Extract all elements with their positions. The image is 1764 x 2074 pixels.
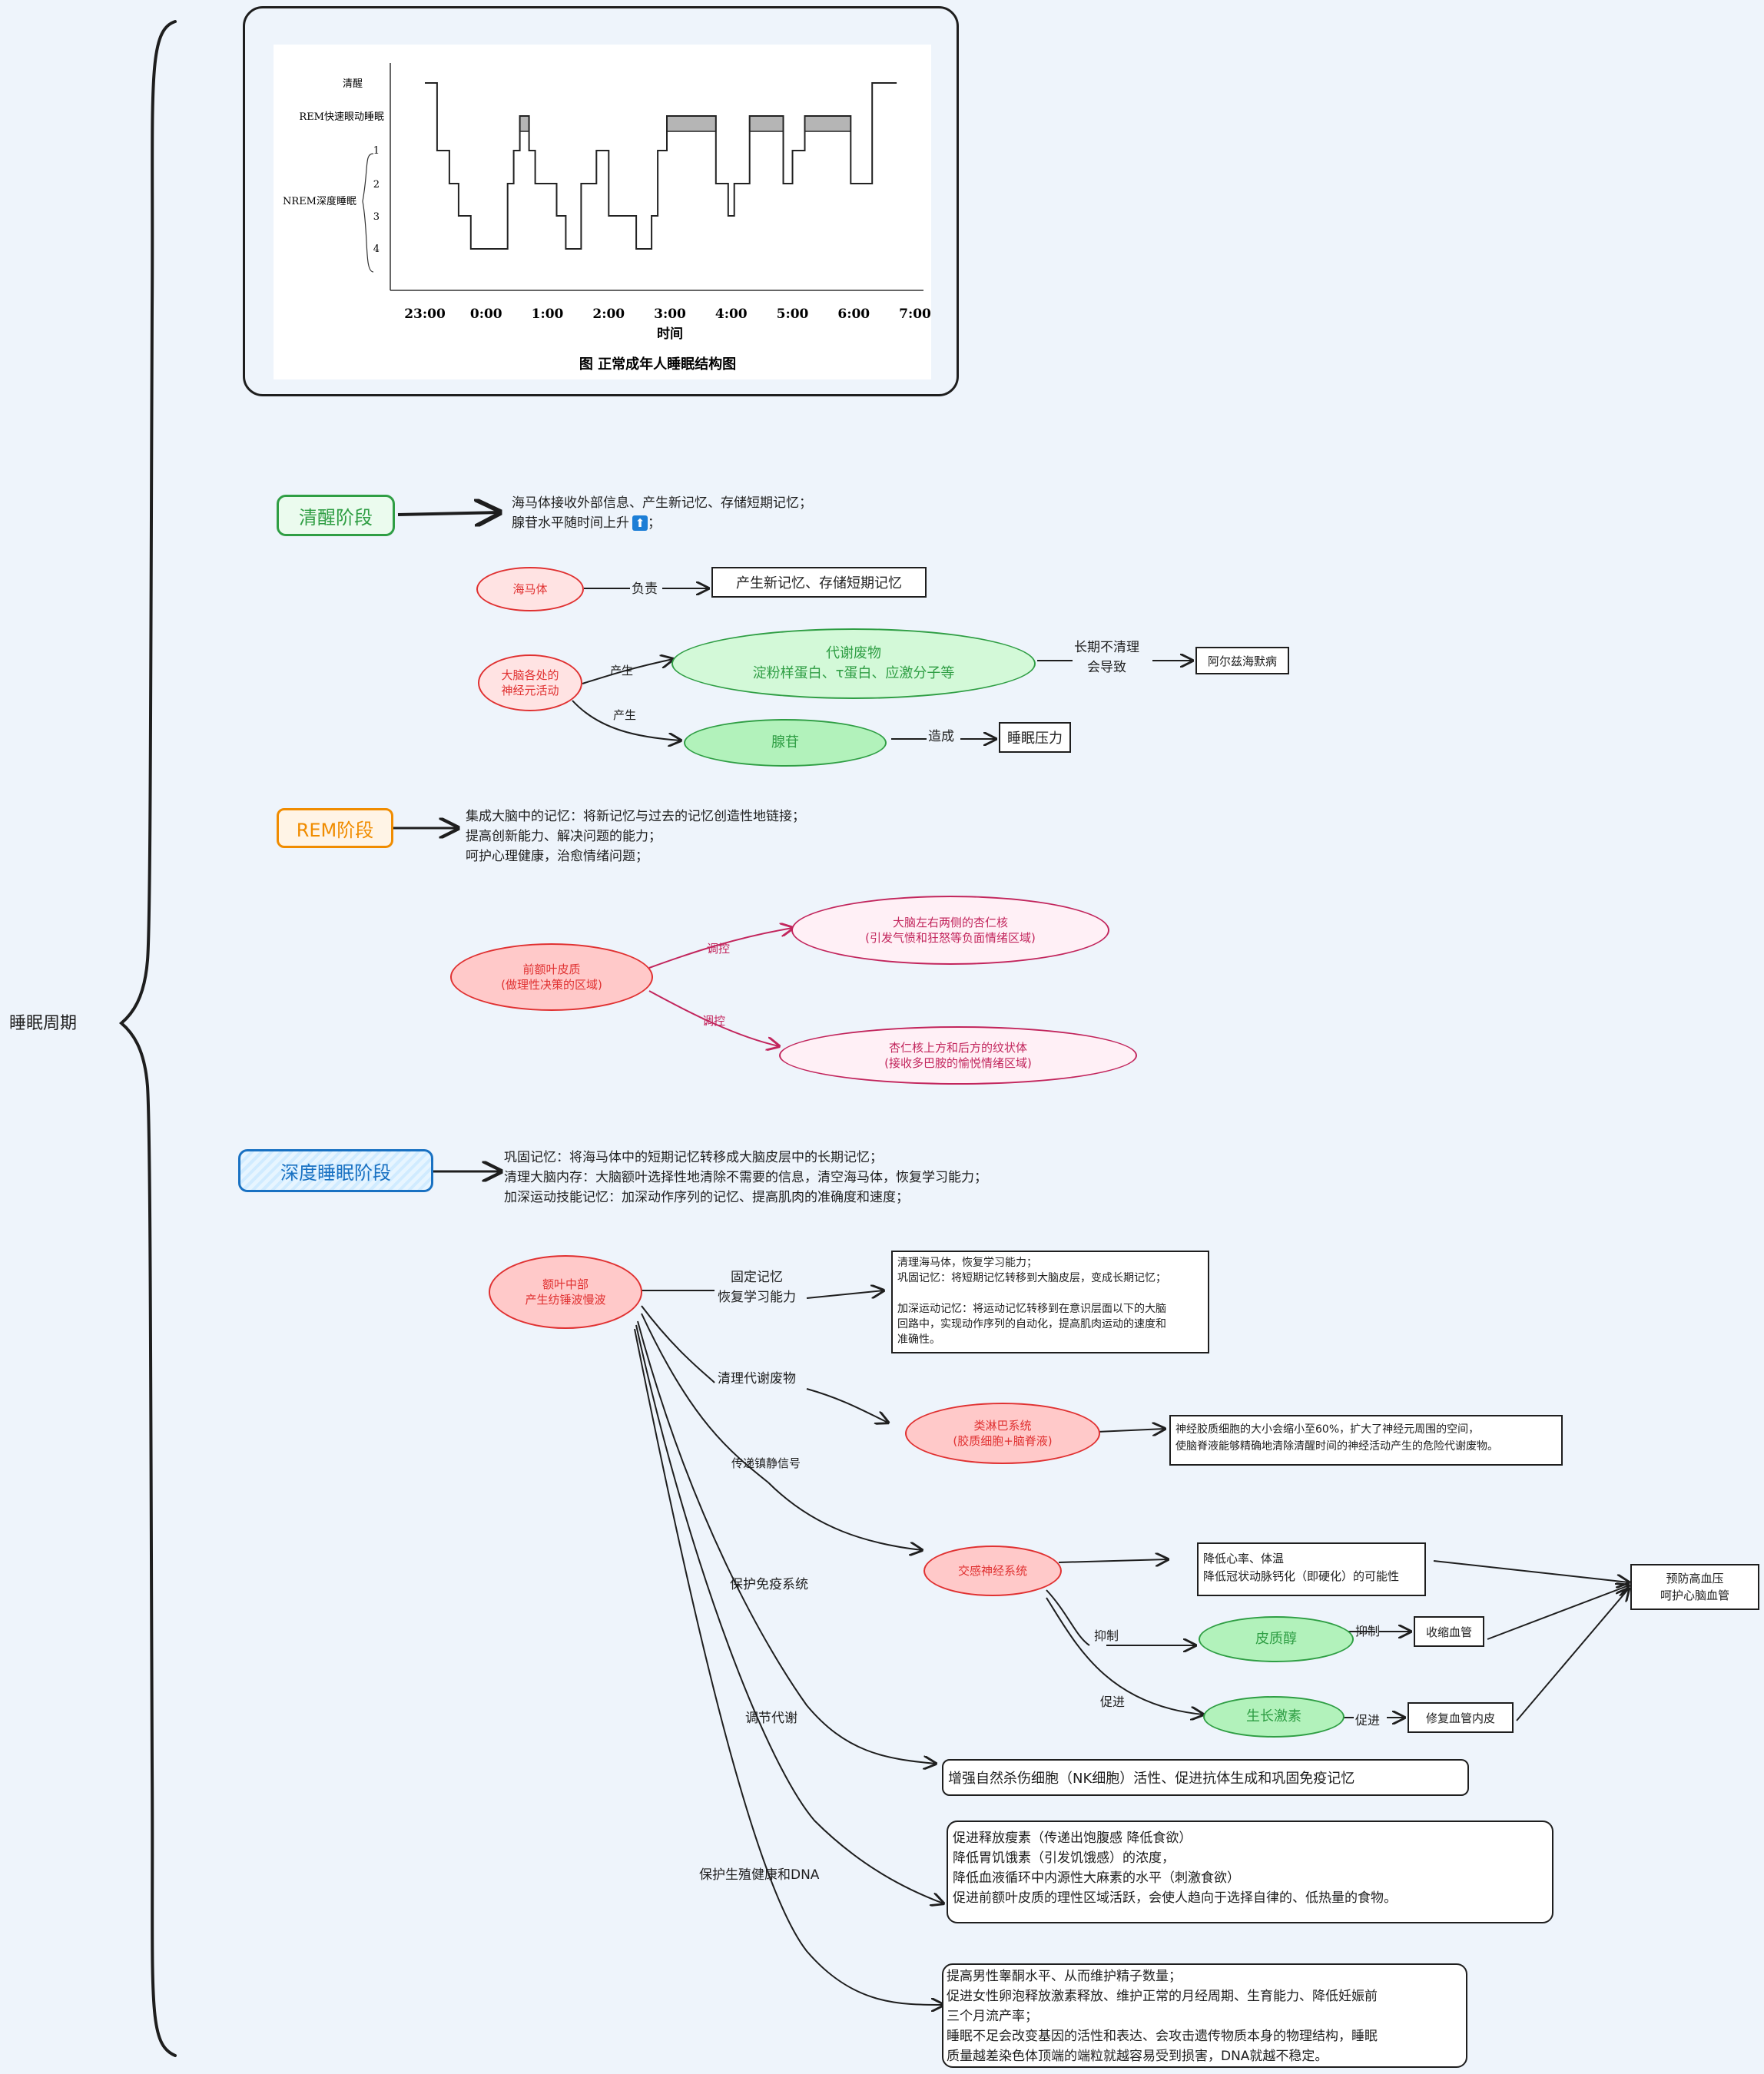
fix-memory-label: 固定记忆 恢复学习能力: [718, 1270, 796, 1305]
deep-desc: 巩固记忆：将海马体中的短期记忆转移成大脑皮层中的长期记忆； 清理大脑内存：大脑额…: [504, 1150, 987, 1205]
x-tick-7: 6:00: [837, 306, 870, 322]
glymphatic-detail-box: 神经胶质细胞的大小会缩小至60%，扩大了神经元周围的空间， 使脑脊液能够精确地清…: [1169, 1415, 1563, 1466]
striatum-node: 杏仁核上方和后方的纹状体 (接收多巴胺的愉悦情绪区域): [779, 1026, 1137, 1085]
adenosine-node: 腺苷: [684, 719, 887, 767]
clean-waste-label: 清理代谢废物: [718, 1371, 796, 1387]
sleep-structure-chart: 清醒 REM快速眼动睡眠 NREM深度睡眠 1 2 3 4 23:00 0:00 1…: [283, 63, 931, 373]
chart-paper: [274, 45, 931, 379]
x-tick-3: 2:00: [592, 306, 625, 322]
metabolic-waste-node: 代谢废物 淀粉样蛋白、τ蛋白、应激分子等: [671, 628, 1036, 699]
x-tick-labels: 23:00 0:00 1:00 2:00 3:00 4:00 5:00 6:00 7:00: [404, 306, 931, 322]
x-tick-5: 4:00: [715, 306, 748, 322]
calm-signal-label: 传递镇静信号: [731, 1456, 801, 1470]
wake-desc: 海马体接收外部信息、产生新记忆、存储短期记忆； 腺苷水平随时间上升⬆；: [512, 495, 812, 531]
y-label-2: 2: [373, 179, 380, 191]
cause-label: 造成: [928, 729, 954, 744]
x-tick-2: 1:00: [532, 306, 564, 322]
y-label-rem: REM快速眼动睡眠: [299, 111, 384, 123]
growth-hormone-node: 生长激素: [1203, 1696, 1345, 1738]
rem-block-0: [519, 115, 530, 132]
new-memory-box: 产生新记忆、存储短期记忆: [711, 567, 927, 598]
fix-memory-detail-box: 清理海马体，恢复学习能力； 巩固记忆：将短期记忆转移到大脑皮层，变成长期记忆； …: [891, 1251, 1209, 1353]
rem-stage-title: REM阶段: [277, 808, 393, 848]
rem-desc: 集成大脑中的记忆：将新记忆与过去的记忆创造性地链接； 提高创新能力、解决问题的能…: [466, 809, 805, 864]
cortisol-node: 皮质醇: [1199, 1616, 1354, 1662]
root-label: 睡眠周期: [9, 1014, 78, 1033]
promote-label-1: 促进: [1100, 1695, 1126, 1709]
metabolism-label: 调节代谢: [745, 1711, 797, 1726]
metabolism-detail-box: 促进释放瘦素（传递出饱腹感 降低食欲） 降低胃饥饿素（引发饥饿感）的浓度， 降低…: [947, 1821, 1553, 1923]
produce-label-2: 产生: [613, 708, 637, 722]
deep-stage-title: 深度睡眠阶段: [238, 1149, 433, 1192]
neuron-activity-node: 大脑各处的 神经元活动: [478, 654, 582, 711]
hypertension-box: 预防高血压 呵护心脑血管: [1630, 1564, 1759, 1610]
y-label-nrem: NREM深度睡眠: [283, 195, 356, 207]
regulate-label-1: 调控: [707, 942, 731, 956]
x-tick-8: 7:00: [899, 306, 931, 322]
fuze-label: 负责: [632, 581, 658, 597]
chart-caption: 图 正常成年人睡眠结构图: [579, 356, 736, 373]
up-arrow-icon: ⬆: [632, 515, 648, 531]
amygdala-node: 大脑左右两侧的杏仁核 (引发气愤和狂怒等负面情绪区域): [791, 896, 1109, 965]
alzheimer-box: 阿尔兹海默病: [1195, 647, 1289, 674]
x-tick-4: 3:00: [654, 306, 686, 322]
immune-detail-box: 增强自然杀伤细胞（NK细胞）活性、促进抗体生成和巩固免疫记忆: [942, 1759, 1469, 1796]
root-brace: [118, 20, 177, 2057]
produce-label-1: 产生: [610, 664, 634, 678]
y-label-3: 3: [373, 211, 380, 223]
wake-stage-title: 清醒阶段: [277, 495, 395, 536]
prefrontal-cortex-node: 前额叶皮质 (做理性决策的区域): [450, 943, 653, 1011]
hippocampus-node: 海马体: [476, 567, 584, 611]
repair-endothelium-box: 修复血管内皮: [1408, 1702, 1514, 1733]
y-label-1: 1: [373, 145, 380, 157]
frontal-lobe-node: 额叶中部 产生纺锤波慢波: [489, 1255, 642, 1329]
rem-block-3: [804, 115, 852, 132]
sympathetic-node: 交感神经系统: [923, 1546, 1062, 1596]
hypnogram-line: [425, 82, 897, 250]
long-term-label: 长期不清理 会导致: [1074, 640, 1139, 675]
y-label-4: 4: [373, 244, 380, 255]
inhibit-label-1: 抑制: [1094, 1628, 1119, 1643]
promote-label-2: 促进: [1355, 1713, 1381, 1728]
nrem-brace: [362, 153, 374, 273]
sleep-pressure-box: 睡眠压力: [999, 722, 1071, 753]
reproduce-detail-box: 提高男性睾酮水平、从而维护精子数量； 促进女性卵泡释放激素释放、维护正常的月经周…: [942, 1963, 1467, 2068]
regulate-label-2: 调控: [702, 1014, 726, 1028]
x-tick-0: 23:00: [404, 306, 446, 322]
immune-label: 保护免疫系统: [730, 1577, 808, 1592]
heart-detail-box: 降低心率、体温 降低冠状动脉钙化（即硬化）的可能性: [1197, 1542, 1426, 1596]
y-label-awake: 清醒: [343, 78, 363, 90]
vasoconstrict-box: 收缩血管: [1414, 1616, 1484, 1647]
rem-block-2: [748, 115, 784, 132]
glymphatic-node: 类淋巴系统 (胶质细胞+脑脊液): [905, 1403, 1100, 1464]
x-axis-label: 时间: [657, 326, 683, 342]
reproduce-label: 保护生殖健康和DNA: [699, 1867, 820, 1883]
rem-blocks: [519, 115, 852, 132]
x-tick-6: 5:00: [777, 306, 809, 322]
inhibit-label-2: 抑制: [1355, 1624, 1381, 1638]
rem-block-1: [666, 115, 717, 132]
x-tick-1: 0:00: [470, 306, 502, 322]
